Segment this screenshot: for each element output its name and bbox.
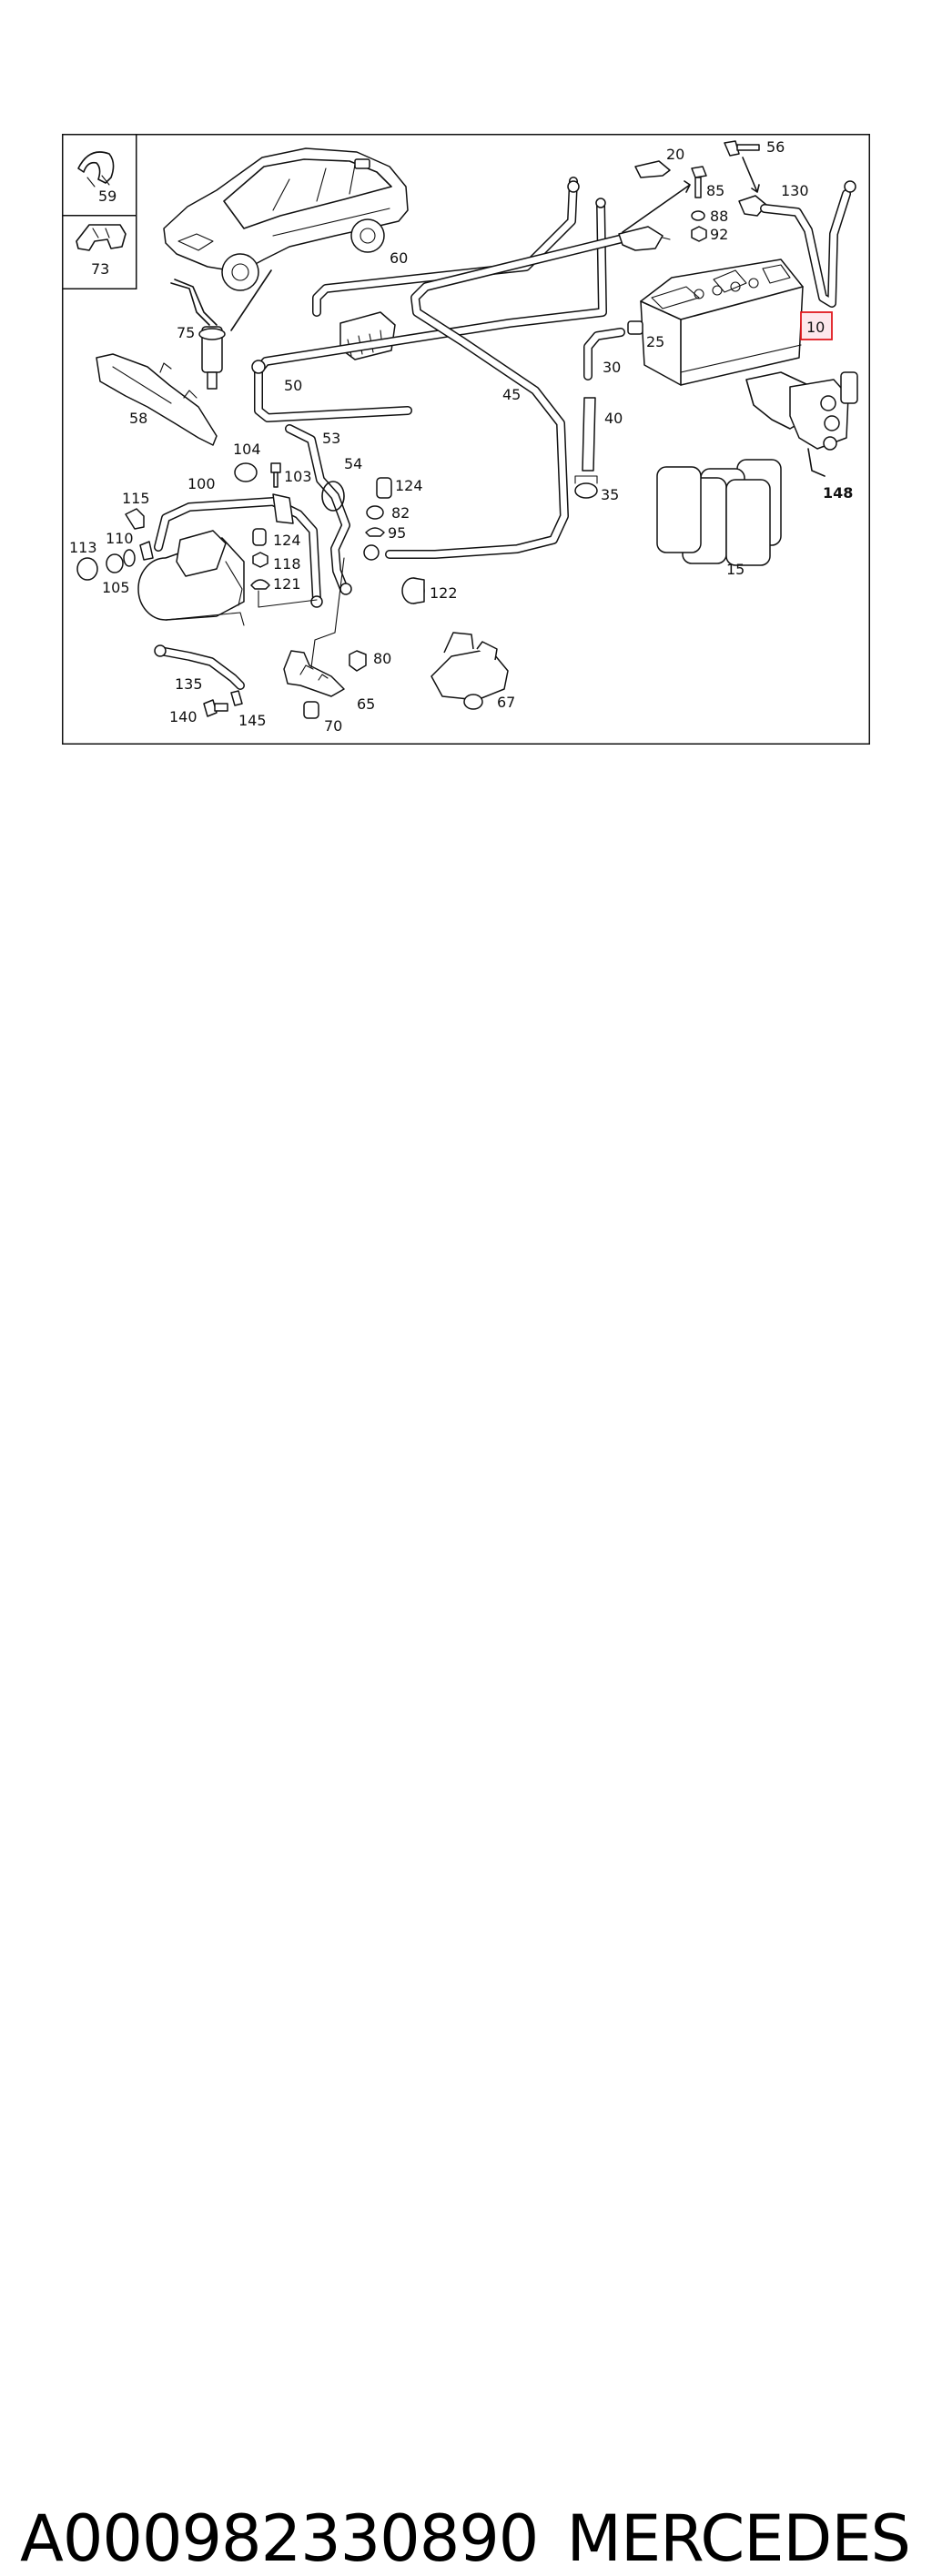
label-75: 75 (177, 324, 195, 341)
label-95: 95 (388, 524, 406, 542)
label-124a: 124 (395, 477, 423, 494)
label-82: 82 (391, 504, 410, 522)
label-20: 20 (666, 146, 684, 163)
part-58: 58 (96, 353, 218, 446)
part-65: 65 (283, 557, 375, 713)
label-100: 100 (187, 475, 216, 492)
parts-diagram: 59 73 75 58 60 (62, 134, 870, 745)
label-85: 85 (706, 182, 724, 199)
terminal-clamp (618, 180, 691, 251)
car-illustration (163, 147, 409, 331)
starter-motor (137, 530, 245, 626)
part-110: 110 (106, 530, 154, 561)
cable-50: 50 (251, 198, 607, 422)
label-104: 104 (233, 441, 261, 458)
label-73: 73 (91, 260, 109, 278)
part-124-82-95: 124 82 95 (365, 477, 423, 542)
label-121: 121 (273, 575, 301, 593)
part-number: A000982330890 (20, 2501, 539, 2576)
diagram-svg: 59 73 75 58 60 (62, 134, 870, 745)
label-35: 35 (601, 486, 619, 503)
label-59: 59 (98, 188, 116, 205)
part-75: 75 (170, 279, 226, 390)
label-67: 67 (497, 694, 515, 711)
label-25: 25 (646, 333, 664, 350)
part-67: 67 (431, 632, 515, 711)
label-70: 70 (324, 717, 342, 735)
part-85-88-92: 85 88 92 (691, 166, 728, 243)
label-130: 130 (781, 182, 809, 199)
label-135: 135 (175, 675, 203, 693)
battery-10: 10 (640, 259, 833, 386)
part-105: 105 (102, 549, 136, 596)
label-140: 140 (169, 708, 198, 725)
label-80: 80 (373, 650, 391, 667)
part-15: 15 (656, 459, 782, 578)
part-25: 25 (627, 320, 664, 350)
label-58: 58 (129, 410, 147, 427)
label-110: 110 (106, 530, 134, 547)
label-122: 122 (430, 584, 458, 602)
label-145: 145 (238, 712, 267, 729)
label-54: 54 (344, 455, 362, 472)
part-148: 148 (745, 371, 858, 502)
part-35: 35 (574, 475, 619, 503)
label-118: 118 (273, 555, 301, 573)
part-56: 56 (724, 138, 785, 193)
part-caption: A000982330890 MERCEDES (0, 1247, 932, 2576)
cable-45: 45 (363, 233, 631, 561)
label-50: 50 (284, 377, 302, 394)
label-148: 148 (823, 484, 853, 502)
highlight-box-10 (800, 311, 833, 340)
part-115: 115 (122, 490, 150, 530)
part-104-103: 104 103 (233, 441, 312, 488)
cable-135: 135 140 145 (154, 644, 267, 729)
label-56: 56 (766, 138, 785, 156)
part-40: 40 (582, 397, 623, 472)
label-88: 88 (710, 208, 728, 225)
label-124b: 124 (273, 532, 301, 549)
cable-130: 130 (738, 180, 856, 308)
label-103: 103 (284, 468, 312, 485)
part-113: 113 (69, 539, 98, 581)
label-92: 92 (710, 226, 728, 243)
inset-box-73: 73 (62, 215, 137, 289)
part-124-118-121: 124 118 121 (250, 528, 318, 608)
label-10: 10 (806, 319, 825, 336)
label-65: 65 (357, 695, 375, 713)
cable-53-54: 53 54 (285, 424, 362, 595)
cable-100: 100 (154, 475, 323, 608)
part-80: 80 (349, 650, 391, 672)
part-30: 30 (583, 328, 625, 380)
part-70: 70 (303, 701, 342, 735)
label-60: 60 (390, 249, 408, 267)
brand-name: MERCEDES (566, 2501, 911, 2576)
label-15: 15 (726, 561, 745, 578)
label-115: 115 (122, 490, 150, 507)
part-20: 20 (634, 146, 684, 178)
part-122: 122 (401, 577, 458, 604)
label-113: 113 (69, 539, 97, 556)
label-45: 45 (502, 386, 521, 403)
label-40: 40 (604, 410, 623, 427)
label-53: 53 (322, 430, 340, 447)
label-30: 30 (603, 359, 621, 376)
label-105: 105 (102, 579, 130, 596)
